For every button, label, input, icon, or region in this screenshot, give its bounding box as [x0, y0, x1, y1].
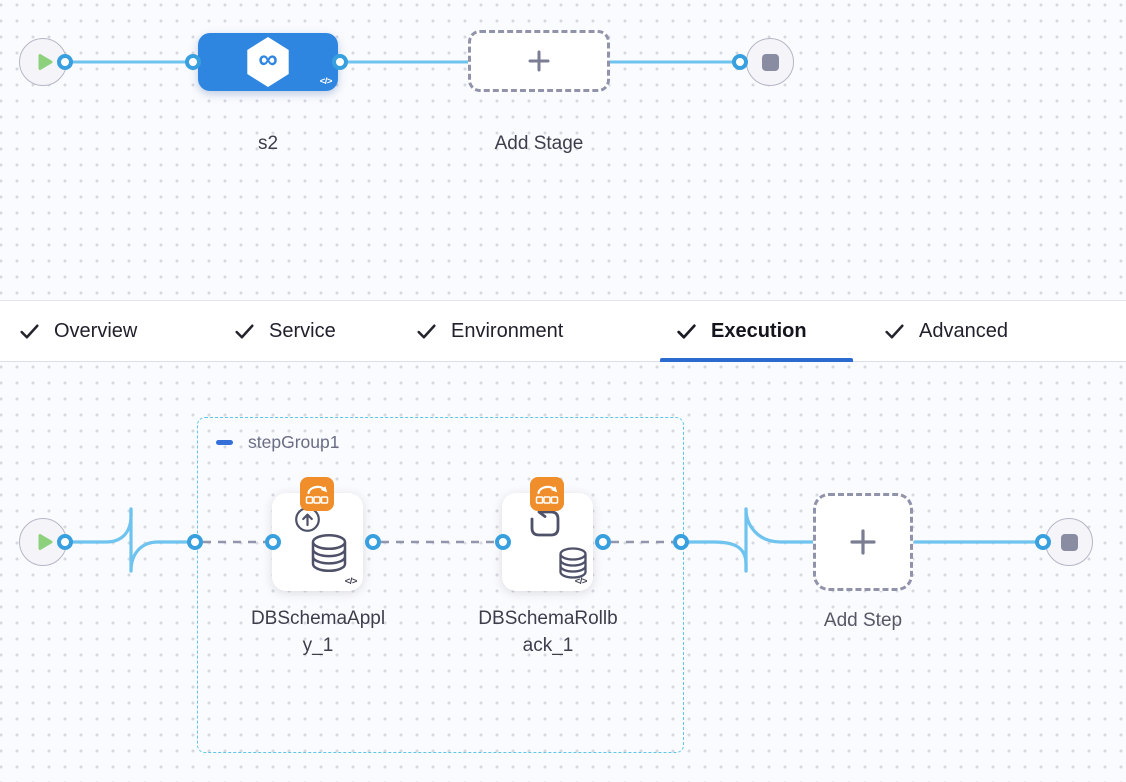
tab-overview[interactable]: Overview	[18, 301, 137, 361]
connector-port	[595, 534, 611, 550]
tab-label: Service	[269, 319, 336, 342]
rolling-arrow-icon	[535, 485, 559, 504]
database-icon	[311, 533, 347, 573]
stop-icon	[1060, 533, 1078, 551]
step-group-container	[197, 417, 684, 753]
connector-port	[365, 534, 381, 550]
play-icon	[38, 54, 53, 70]
connector-port	[673, 534, 689, 550]
connector-curve	[744, 507, 815, 544]
collapse-step-group-icon[interactable]	[216, 440, 233, 445]
connector-port	[332, 54, 348, 70]
connector-port	[57, 534, 73, 550]
pipeline-end-node	[746, 38, 794, 86]
connector-port	[732, 54, 748, 70]
check-icon	[677, 323, 696, 339]
step-type-badge-icon	[530, 477, 564, 511]
add-stage-label: Add Stage	[494, 133, 584, 154]
stage-node-s2[interactable]: ∞ </>	[198, 33, 338, 91]
stage-name-label: s2	[257, 133, 279, 154]
play-icon	[38, 534, 53, 550]
plus-icon	[850, 529, 876, 555]
tab-service[interactable]: Service	[233, 301, 336, 361]
stage-connector-lines	[71, 60, 734, 64]
connector-port	[57, 54, 73, 70]
execution-connector-lines	[71, 507, 1037, 573]
check-icon	[235, 323, 254, 339]
stop-icon	[761, 53, 779, 71]
tab-execution[interactable]: Execution	[675, 301, 807, 361]
database-icon	[559, 547, 587, 579]
rolling-arrow-icon	[305, 485, 329, 504]
check-icon	[885, 323, 904, 339]
tab-advanced[interactable]: Advanced	[883, 301, 1008, 361]
code-view-icon: </>	[344, 576, 358, 587]
tab-label: Environment	[451, 319, 564, 342]
check-icon	[417, 323, 436, 339]
rollback-loop-icon	[530, 507, 560, 537]
step-type-badge-icon	[300, 477, 334, 511]
add-step-button[interactable]	[813, 493, 913, 591]
execution-end-node	[1045, 518, 1093, 566]
check-icon	[20, 323, 39, 339]
connector-curve	[71, 507, 133, 544]
connector-curve	[687, 540, 748, 573]
code-view-icon: </>	[319, 76, 333, 87]
harness-cd-stage-icon: ∞	[247, 37, 289, 87]
step-name-label: DBSchemaAppl y_1	[250, 608, 386, 656]
tab-label: Advanced	[919, 319, 1008, 342]
stage-config-tabbar: Overview Service Environment Execution A…	[0, 300, 1126, 362]
step-group-name: stepGroup1	[248, 432, 340, 452]
code-view-icon: </>	[574, 576, 588, 587]
step-name-label: DBSchemaRollb ack_1	[478, 608, 618, 656]
connector-port	[265, 534, 281, 550]
connector-port	[185, 54, 201, 70]
execution-canvas: stepGroup1	[0, 362, 1126, 782]
infinity-glyph: ∞	[258, 44, 278, 74]
connector-curve	[129, 540, 189, 573]
add-step-label: Add Step	[823, 610, 903, 631]
step-group-header: stepGroup1	[216, 432, 339, 453]
tab-environment[interactable]: Environment	[415, 301, 563, 361]
stage-canvas: ∞ </> s2 Add Stage	[0, 0, 1126, 300]
connector-port	[1035, 534, 1051, 550]
plus-icon	[528, 50, 550, 72]
tab-label: Overview	[54, 319, 138, 342]
tab-label: Execution	[711, 319, 807, 342]
add-stage-button[interactable]	[468, 30, 610, 92]
active-tab-indicator	[660, 358, 853, 362]
connector-port	[187, 534, 203, 550]
connector-port	[495, 534, 511, 550]
